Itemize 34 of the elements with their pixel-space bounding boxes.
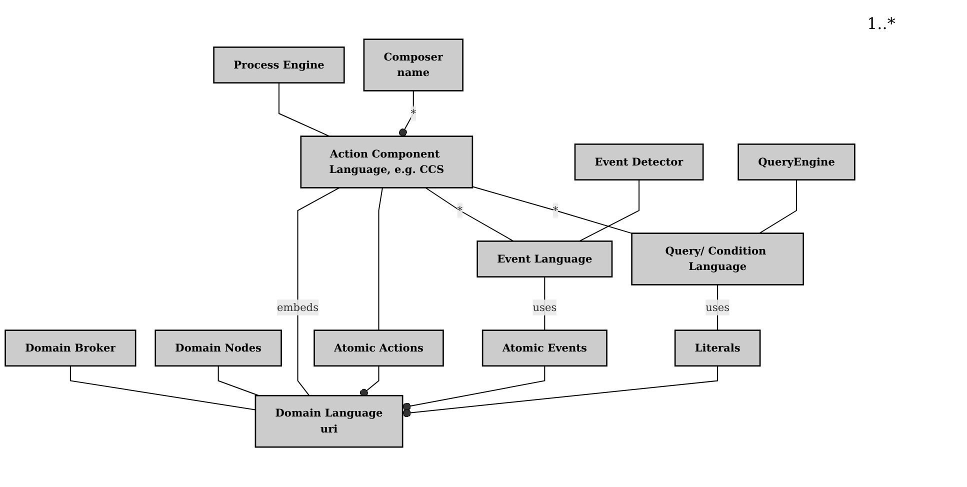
edge-label: * xyxy=(552,204,558,217)
connector xyxy=(278,82,330,138)
node-box: Atomic Actions xyxy=(314,330,444,367)
node-box: Domain Broker xyxy=(4,330,136,367)
connector xyxy=(402,366,546,411)
connector xyxy=(402,366,718,418)
connector xyxy=(472,186,632,234)
node-box: Process Engine xyxy=(213,46,345,84)
connector xyxy=(578,180,640,242)
edge-label: uses xyxy=(532,301,557,314)
connector xyxy=(218,366,260,396)
connector xyxy=(378,188,383,332)
node-box: QueryEngine xyxy=(738,144,856,181)
edge-label: embeds xyxy=(277,301,318,314)
node-box: Atomic Events xyxy=(482,330,608,367)
node-box: Event Language xyxy=(476,240,613,278)
connector xyxy=(544,276,546,332)
connector xyxy=(758,180,797,234)
node-box: Composer name xyxy=(363,38,464,92)
node-box: Literals xyxy=(674,330,761,367)
edge-label: * xyxy=(457,204,462,217)
connector xyxy=(717,284,718,332)
node-box: Query/ Condition Language xyxy=(631,232,804,286)
connector xyxy=(425,188,514,242)
node-box: Event Detector xyxy=(574,144,704,181)
connector xyxy=(297,188,340,396)
connector xyxy=(360,366,380,398)
multiplicity-label: 1..* xyxy=(867,14,896,33)
node-box: Action Component Language, e.g. CCS xyxy=(300,136,474,189)
edge-label: * xyxy=(410,107,416,120)
connector xyxy=(70,366,256,411)
edge-label: uses xyxy=(706,301,730,314)
node-box: Domain Language uri xyxy=(254,395,404,448)
node-box: Domain Nodes xyxy=(154,330,282,367)
